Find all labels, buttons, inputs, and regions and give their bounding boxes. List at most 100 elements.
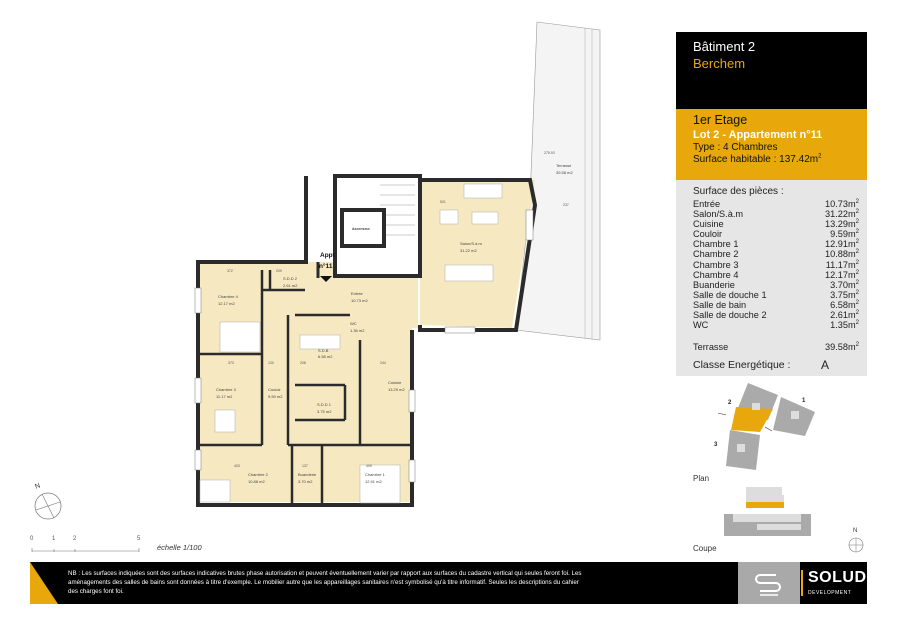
room-name: Salon/S.à.m <box>693 209 744 220</box>
room-surface: 1.35m2 <box>830 320 859 331</box>
energy-class-value: A <box>821 358 830 372</box>
room-surface-row: Salle de bain 6.58m2 <box>693 300 859 310</box>
room-surface: 31.22m2 <box>825 209 859 220</box>
room-label: Chambre 2 <box>248 472 269 477</box>
room-surface-row: Chambre 1 12.91m2 <box>693 239 859 249</box>
brand-subtitle: DEVELOPMENT <box>808 590 852 596</box>
scale-tick: 2 <box>73 536 77 542</box>
lot-title: Lot 2 - Appartement n°11 <box>693 129 823 141</box>
terrace-area <box>515 21 601 341</box>
room-name: Entrée <box>693 199 721 209</box>
living-surface: Surface habitable : 137.42m2 <box>693 153 822 165</box>
room-label: S.D.D 2 <box>283 276 298 281</box>
room-surface: 9.59m2 <box>830 229 859 240</box>
room-surface: 3.75m2 <box>830 289 859 300</box>
room-area: 10.73 m2 <box>351 298 368 303</box>
room-surface: 6.58m2 <box>830 299 859 310</box>
room-surface-row: Salon/S.à.m 31.22m2 <box>693 209 859 219</box>
brand-name: SOLUDEC <box>808 569 890 586</box>
room-surface-row: Chambre 2 10.88m2 <box>693 249 859 259</box>
room-area: 3.75 m2 <box>317 409 332 414</box>
room-area: 3.70 m2 <box>298 479 313 484</box>
room-name: Cuisine <box>693 219 724 230</box>
furniture <box>199 183 503 504</box>
room-name: Salle de bain <box>693 299 747 310</box>
room-surface: 10.88m2 <box>825 249 859 260</box>
room-surface-row: WC 1.35m2 <box>693 320 859 330</box>
room-surface-row: Cuisine 13.29m2 <box>693 219 859 229</box>
dimension: 409 <box>366 464 372 468</box>
room-area: 6.58 m2 <box>318 354 333 359</box>
scale-tick: 1 <box>52 536 56 542</box>
logo-mark <box>738 562 800 604</box>
footer: NB : Les surfaces indiquées sont des sur… <box>30 562 889 604</box>
room-label: Cuisine <box>388 380 402 385</box>
room-label: Chambre 1 <box>365 472 386 477</box>
soludec-logo-icon <box>755 574 781 596</box>
dimension: 372 <box>227 269 233 273</box>
elevator-shaft <box>340 208 386 248</box>
building-name: Bâtiment 2 <box>693 39 756 54</box>
key-plan: 2 1 3 <box>714 383 815 470</box>
dimension: 208 <box>300 361 306 365</box>
room-surface: 11.17m2 <box>825 259 859 270</box>
room-name: Salle de douche 2 <box>693 310 767 321</box>
windows <box>194 209 534 483</box>
room-name: WC <box>693 320 709 331</box>
room-name: Buanderie <box>693 279 735 290</box>
room-label: WC <box>350 321 357 326</box>
room-name: Salle de douche 1 <box>693 289 767 300</box>
room-area: 13.29 m2 <box>388 387 405 392</box>
plan-label: Plan <box>693 474 710 483</box>
room-area: 11.17 m2 <box>216 394 233 399</box>
lot-info: 1er Etage Lot 2 - Appartement n°11 Type … <box>676 109 867 180</box>
city-name: Berchem <box>693 56 746 71</box>
dimension: 237 <box>563 203 569 207</box>
room-label: S.D.B <box>318 348 329 353</box>
scale-tick: 0 <box>30 536 34 542</box>
svg-text:2: 2 <box>728 400 732 406</box>
apartment-fill <box>200 180 535 502</box>
room-surface: 3.70m2 <box>830 279 859 290</box>
svg-text:3: 3 <box>714 442 718 448</box>
room-name: Chambre 1 <box>693 239 739 250</box>
section-label: Coupe <box>693 544 717 553</box>
room-label: Salon/S.à.m <box>460 241 482 246</box>
entry-arrow-icon <box>320 276 332 282</box>
room-surface-row: Buanderie 3.70m2 <box>693 280 859 290</box>
svg-text:N: N <box>853 528 857 534</box>
room-surface: 13.29m2 <box>825 219 859 230</box>
terrace-row: Terrasse 39.58m2 <box>693 341 859 352</box>
dimension: 521 <box>440 200 446 204</box>
north-label: N <box>34 482 41 490</box>
room-area: 9.59 m2 <box>268 394 283 399</box>
room-area: 39.58 m2 <box>556 170 573 175</box>
room-label: Terrasse <box>556 163 572 168</box>
entry-number: n°11 <box>319 262 333 270</box>
room-name: Chambre 4 <box>693 269 739 280</box>
dimension: 403 <box>234 464 240 468</box>
room-area: 10.88 m2 <box>248 479 265 484</box>
dimension: 137 <box>302 464 308 468</box>
elevator-label: Ascenseur <box>352 227 371 231</box>
building-header: Bâtiment 2 Berchem <box>676 32 867 109</box>
room-label: S.D.D 1 <box>317 402 332 407</box>
north-compass-icon: N <box>34 482 62 520</box>
apartment-type: Type : 4 Chambres <box>693 142 778 153</box>
room-label: Chambre 3 <box>216 387 237 392</box>
room-label: Chambre 4 <box>218 294 239 299</box>
section-diagram <box>724 487 811 536</box>
dimension: 373 <box>228 361 234 365</box>
room-surface: 12.91m2 <box>825 239 859 250</box>
logo-divider <box>801 570 803 596</box>
scale-bar <box>31 548 140 552</box>
footer-accent <box>30 562 58 604</box>
floor-label: 1er Etage <box>693 113 748 127</box>
room-name: Chambre 2 <box>693 249 739 260</box>
level-mark: 275.93 <box>544 151 555 155</box>
keyplan-north-icon: N <box>848 528 864 553</box>
